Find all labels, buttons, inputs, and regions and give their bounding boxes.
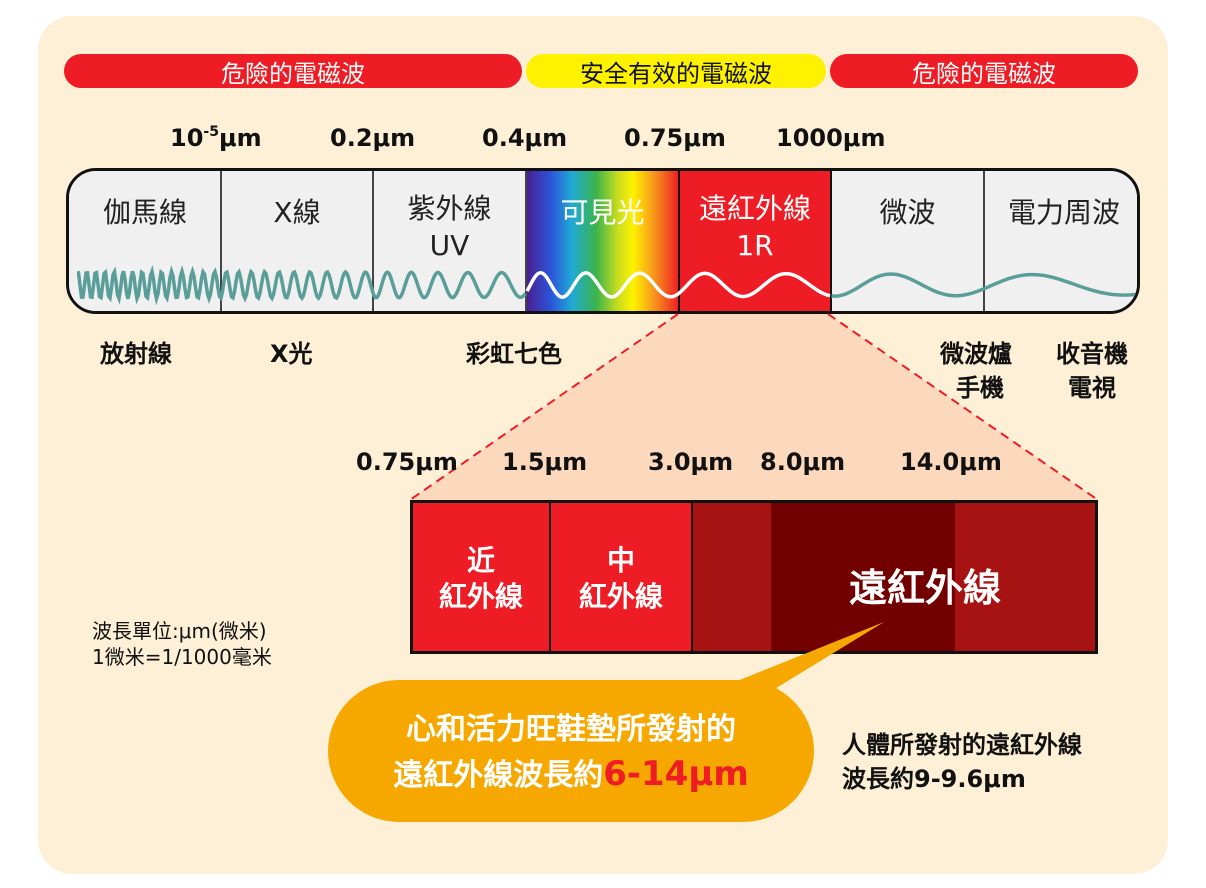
divider <box>220 171 222 311</box>
far-ir-band-light <box>693 503 771 651</box>
tv-label: 電視 <box>1068 374 1116 402</box>
wave-line <box>76 264 1137 306</box>
divider <box>691 503 693 651</box>
wavelength-label-3: 0.4μm <box>482 124 568 152</box>
divider <box>525 171 527 311</box>
uv-label: 紫外線 <box>407 192 492 225</box>
radiation-label: 放射線 <box>100 340 172 368</box>
mid-ir-band <box>551 503 691 651</box>
rainbow-label: 彩虹七色 <box>466 340 562 368</box>
infrared-label: 遠紅外線 <box>698 192 811 225</box>
ir-wavelength-d: 8.0μm <box>760 448 846 476</box>
phone-label: 手機 <box>956 374 1004 402</box>
xlight-label: X光 <box>270 340 313 368</box>
uv-cell: 紫外線 UV <box>373 171 526 311</box>
power-cell: 電力周波 <box>984 171 1137 311</box>
divider <box>549 503 551 651</box>
infrared-subbands: 近 紅外線 中 紅外線 遠紅外線 <box>410 500 1098 654</box>
wavelength-label-1: 10-5μm <box>170 124 262 152</box>
divider <box>372 171 374 311</box>
mid-ir-label-2: 紅外線 <box>578 580 663 613</box>
near-ir-band <box>413 503 549 651</box>
divider <box>830 171 832 311</box>
body-note-line1: 人體所發射的遠紅外線 <box>842 731 1082 759</box>
near-ir-label-2: 紅外線 <box>438 580 523 613</box>
body-note: 人體所發射的遠紅外線 波長約9-9.6μm <box>842 728 1082 796</box>
unit-note-line1: 波長單位:μm(微米) <box>92 619 267 643</box>
danger-band-left: 危險的電磁波 <box>64 54 522 88</box>
callout-highlight: 6-14μm <box>603 754 749 794</box>
visible-label: 可見光 <box>560 196 645 229</box>
infrared-cell: 遠紅外線 1R <box>679 171 831 311</box>
xray-label: X線 <box>273 196 321 229</box>
gamma-label: 伽馬線 <box>102 196 187 229</box>
far-ir-label: 遠紅外線 <box>848 566 1001 610</box>
callout-line2: 遠紅外線波長約6-14μm <box>328 752 814 798</box>
uv-sub-label: UV <box>429 229 470 262</box>
callout-line2-text: 遠紅外線波長約 <box>393 758 604 793</box>
zoom-line-left <box>409 313 679 501</box>
ir-wavelength-c: 3.0μm <box>648 448 734 476</box>
unit-note: 波長單位:μm(微米) 1微米=1/1000毫米 <box>92 618 272 670</box>
ir-wavelength-e: 14.0μm <box>900 448 1002 476</box>
near-ir-label-1: 近 <box>466 544 495 577</box>
wavelength-label-4: 0.75μm <box>624 124 726 152</box>
safe-band: 安全有效的電磁波 <box>526 54 826 88</box>
spectrum-band: 伽馬線 X線 紫外線 UV 可見光 遠紅外線 1R 微波 電力周波 <box>66 168 1140 314</box>
far-ir-band-right <box>955 503 1095 651</box>
wavelength-label-5: 1000μm <box>776 124 886 152</box>
ir-wavelength-a: 0.75μm <box>356 448 458 476</box>
mid-ir-label-1: 中 <box>606 544 635 577</box>
callout-bubble: 心和活力旺鞋墊所發射的 遠紅外線波長約6-14μm <box>328 680 814 822</box>
radio-label: 收音機 <box>1056 340 1128 368</box>
wavelength-label-2: 0.2μm <box>330 124 416 152</box>
callout-line1: 心和活力旺鞋墊所發射的 <box>406 712 736 747</box>
unit-note-line2: 1微米=1/1000毫米 <box>92 645 272 669</box>
microwave-label: 微波 <box>879 196 936 229</box>
ir-wavelength-b: 1.5μm <box>502 448 588 476</box>
body-note-line2: 波長約9-9.6μm <box>842 765 1026 793</box>
infrared-sub-label: 1R <box>736 229 774 262</box>
power-label: 電力周波 <box>1007 196 1120 229</box>
microwave-oven-label: 微波爐 <box>940 340 1012 368</box>
divider <box>678 171 680 311</box>
zoom-line-right <box>827 313 1099 501</box>
far-ir-band-dark <box>771 503 955 651</box>
zoom-wedge <box>410 314 1098 500</box>
divider <box>983 171 985 311</box>
danger-band-right: 危險的電磁波 <box>830 54 1138 88</box>
